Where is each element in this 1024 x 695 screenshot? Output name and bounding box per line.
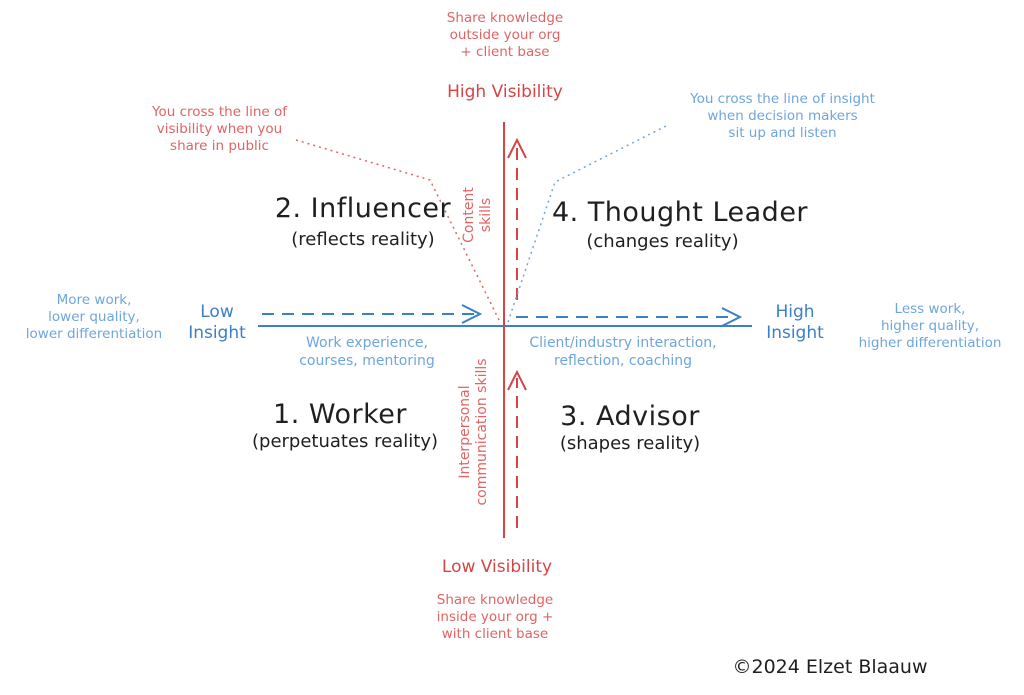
influencer-subtitle: (reflects reality)	[291, 229, 435, 250]
high-insight-note: Less work, higher quality, higher differ…	[858, 301, 1002, 351]
insight-arrowhead-right	[721, 307, 743, 327]
insight-callout: You cross the line of insight when decis…	[690, 91, 875, 141]
low-insight-label: Low Insight	[188, 302, 246, 344]
visibility-arrowhead-lower	[507, 369, 527, 391]
low-insight-note: More work, lower quality, lower differen…	[25, 292, 163, 342]
high-visibility-note: Share knowledge outside your org + clien…	[446, 10, 564, 60]
influencer-title: 2. Influencer	[274, 193, 452, 224]
low-visibility-label: Low Visibility	[441, 557, 553, 577]
high-insight-label: High Insight	[766, 302, 824, 344]
insight-callout-line	[507, 125, 667, 323]
worker-title: 1. Worker	[273, 399, 407, 430]
copyright-credit: ©2024 Elzet Blaauw	[732, 656, 928, 678]
thought-leader-subtitle: (changes reality)	[586, 231, 739, 252]
insight-arrowhead-left	[461, 304, 483, 324]
visibility-callout: You cross the line of visibility when yo…	[152, 104, 287, 154]
thought-leader-title: 4. Thought Leader	[551, 197, 809, 228]
work-experience-skills: Work experience, courses, mentoring	[299, 335, 435, 369]
content-skills-label: Content skills	[461, 187, 494, 243]
advisor-title: 3. Advisor	[560, 401, 700, 432]
worker-subtitle: (perpetuates reality)	[252, 431, 438, 452]
interpersonal-skills-label: Interpersonal communication skills	[457, 358, 490, 506]
high-visibility-label: High Visibility	[447, 82, 563, 102]
visibility-arrowhead-upper	[507, 137, 527, 159]
visibility-callout-line	[295, 139, 501, 323]
low-visibility-note: Share knowledge inside your org + with c…	[436, 592, 554, 642]
advisor-subtitle: (shapes reality)	[559, 433, 701, 454]
client-interaction-skills: Client/industry interaction, reflection,…	[529, 335, 717, 369]
